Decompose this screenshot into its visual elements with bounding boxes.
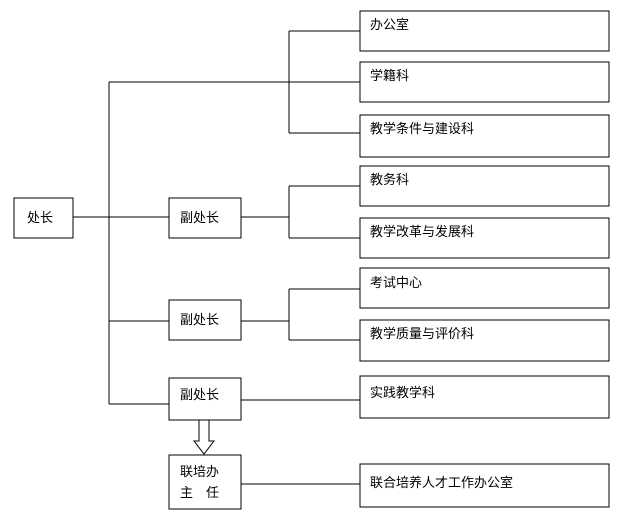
department-label: 教学改革与发展科: [370, 224, 474, 240]
department-label: 教学质量与评价科: [370, 326, 474, 342]
department-label: 教务科: [370, 172, 409, 188]
deputy-label: 副处长: [180, 211, 219, 226]
department-label: 实践教学科: [370, 385, 435, 401]
connectors: [73, 30, 360, 485]
deputy-label: 副处长: [180, 388, 219, 403]
department-box-joint-training: 联合培养人才工作办公室: [359, 463, 610, 508]
department-box-quality: 教学质量与评价科: [359, 319, 610, 362]
department-label: 联合培养人才工作办公室: [370, 475, 513, 491]
liaison-title: 联培办: [180, 464, 219, 480]
deputy-box-1: 副处长: [168, 197, 242, 239]
department-box-academic-affairs: 教务科: [359, 165, 610, 207]
department-box-exam-center: 考试中心: [359, 267, 610, 309]
down-arrow-icon: [192, 419, 216, 455]
department-box-office: 办公室: [359, 10, 610, 52]
department-label: 学籍科: [370, 68, 409, 84]
department-box-registry: 学籍科: [359, 61, 610, 103]
director-label: 处长: [27, 211, 53, 226]
liaison-subtitle: 主 任: [180, 486, 219, 501]
department-box-conditions: 教学条件与建设科: [359, 114, 610, 158]
deputy-label: 副处长: [180, 313, 219, 328]
director-box: 处长: [13, 197, 74, 239]
department-label: 办公室: [370, 17, 409, 33]
liaison-director-box: 联培办 主 任: [168, 454, 242, 510]
department-label: 考试中心: [370, 276, 422, 291]
department-box-practice: 实践教学科: [359, 375, 610, 419]
department-box-reform: 教学改革与发展科: [359, 217, 610, 259]
deputy-box-3: 副处长: [168, 377, 242, 421]
department-label: 教学条件与建设科: [370, 121, 474, 137]
deputy-box-2: 副处长: [168, 299, 242, 341]
